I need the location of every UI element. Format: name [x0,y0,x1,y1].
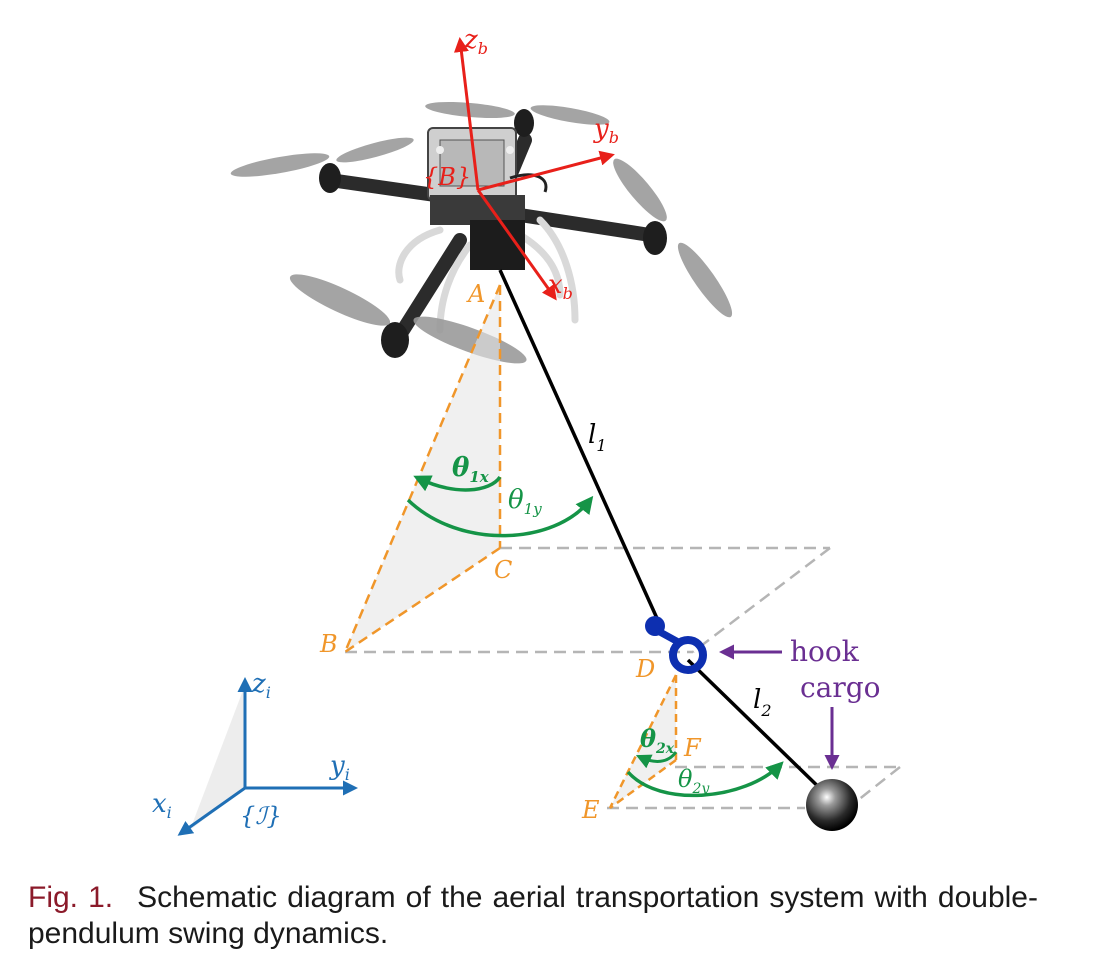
point-f-label: F [683,734,702,762]
point-a-label: A [466,280,485,308]
cable-l1 [498,269,662,626]
hook-callout-label: hook [790,635,860,668]
body-x-label: xb [548,270,573,303]
caption-text: Schematic diagram of the aerial transpor… [28,881,1038,950]
theta-1y-label: θ1y [508,485,542,518]
inertial-frame: zi yi xi {ℐ} [152,669,358,836]
inertial-origin-label: {ℐ} [240,802,282,830]
lower-reference-plane [607,765,901,810]
body-z-label: zb [463,25,488,58]
cable-l2 [686,658,834,802]
inertial-x-label: xi [152,789,172,822]
cargo-ball-icon [806,779,858,831]
point-d-label: D [635,655,655,683]
theta-1x-label: θ1x [452,453,490,486]
theta-1x-arc [413,475,502,492]
point-b-label: B [319,630,338,658]
cable-l1-label: l1 [588,420,607,455]
upper-reference-plane [345,546,831,654]
hook-icon [645,616,707,674]
inertial-y-label: yi [329,751,350,784]
theta-2x-arc [635,751,678,769]
upper-construction [343,284,502,654]
body-origin-label: {B} [423,163,471,191]
body-z-axis [453,37,480,191]
cable-l2-label: l2 [753,685,772,720]
hook-callout: hook [719,635,860,668]
theta-1y-arc [406,495,594,538]
point-c-label: C [494,556,512,584]
body-y-label: yb [593,114,619,147]
quadrotor-icon [230,101,733,364]
inertial-x-axis [177,786,246,836]
body-frame: zb yb xb {B} [423,25,619,303]
body-x-axis [476,189,557,301]
theta-2y-arc [626,761,784,798]
cargo-callout-label: cargo [800,671,881,704]
figure-number: Fig. 1. [28,881,114,914]
body-y-axis [477,150,615,192]
inertial-z-label: zi [251,669,271,702]
cargo-callout: cargo [800,671,881,770]
figure-caption: Fig. 1.Schematic diagram of the aerial t… [28,880,1038,952]
theta-2y-label: θ2y [678,765,710,797]
theta-2x-label: θ2x [640,724,675,757]
point-e-label: E [581,796,600,824]
